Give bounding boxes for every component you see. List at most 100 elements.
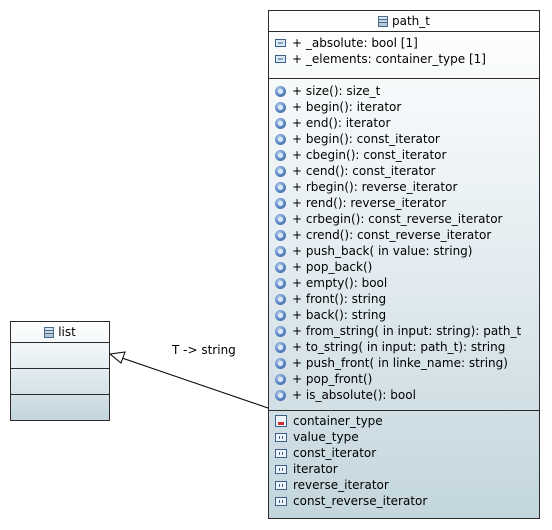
operation-row[interactable]: + crbegin(): const_reverse_iterator <box>275 211 539 227</box>
operation-row[interactable]: + begin(): const_iterator <box>275 131 539 147</box>
operation-icon <box>275 341 286 353</box>
nested-type-row-label: const_iterator <box>293 446 377 460</box>
operation-row-label: + empty(): bool <box>292 276 388 290</box>
operation-icon <box>275 149 286 161</box>
binding-edge-line <box>121 357 269 409</box>
operation-icon <box>275 325 286 337</box>
nested-type-row-label: iterator <box>293 462 338 476</box>
operation-row-label: + pop_back() <box>292 260 373 274</box>
list-class-box[interactable]: list <box>10 321 110 421</box>
nested-type-row[interactable]: value_type <box>275 429 539 445</box>
operation-row[interactable]: + begin(): iterator <box>275 99 539 115</box>
operation-row[interactable]: + rbegin(): reverse_iterator <box>275 179 539 195</box>
operation-row-label: + cend(): const_iterator <box>292 164 436 178</box>
operation-row-label: + end(): iterator <box>292 116 391 130</box>
operation-row-label: + cbegin(): const_iterator <box>292 148 447 162</box>
operation-row[interactable]: + back(): string <box>275 307 539 323</box>
path-t-class-header: path_t <box>269 11 539 32</box>
nested-class-icon <box>275 415 287 427</box>
operation-row-label: + pop_front() <box>292 372 373 386</box>
typedef-icon <box>275 432 287 442</box>
operation-row-label: + crend(): const_reverse_iterator <box>292 228 492 242</box>
operation-row[interactable]: + cbegin(): const_iterator <box>275 147 539 163</box>
nested-type-row[interactable]: iterator <box>275 461 539 477</box>
nested-type-row-label: reverse_iterator <box>293 478 389 492</box>
list-operations-compartment <box>11 369 109 395</box>
operation-row[interactable]: + pop_front() <box>275 371 539 387</box>
nested-type-row-label: const_reverse_iterator <box>293 494 428 508</box>
operation-row[interactable]: + pop_back() <box>275 259 539 275</box>
list-attributes-compartment <box>11 343 109 369</box>
edge-label: T -> string <box>172 343 236 357</box>
attribute-icon <box>275 39 286 47</box>
typedef-icon <box>275 464 287 474</box>
operation-row-label: + rbegin(): reverse_iterator <box>292 180 458 194</box>
operation-icon <box>275 117 286 129</box>
nested-type-row[interactable]: const_iterator <box>275 445 539 461</box>
typedef-icon <box>275 448 287 458</box>
list-class-header: list <box>11 322 109 343</box>
operation-row-label: + back(): string <box>292 308 387 322</box>
operation-icon <box>275 245 286 257</box>
attribute-row-label: + _elements: container_type [1] <box>292 52 486 66</box>
operation-row-label: + front(): string <box>292 292 387 306</box>
operation-icon <box>275 373 286 385</box>
operation-row[interactable]: + to_string( in input: path_t): string <box>275 339 539 355</box>
operation-icon <box>275 181 286 193</box>
operation-row-label: + crbegin(): const_reverse_iterator <box>292 212 503 226</box>
operation-icon <box>275 229 286 241</box>
realization-arrowhead <box>108 351 126 364</box>
operation-row-label: + begin(): const_iterator <box>292 132 440 146</box>
operation-row[interactable]: + cend(): const_iterator <box>275 163 539 179</box>
operation-icon <box>275 85 286 97</box>
class-icon <box>44 326 55 338</box>
operation-icon <box>275 277 286 289</box>
nested-type-row[interactable]: const_reverse_iterator <box>275 493 539 509</box>
operation-icon <box>275 133 286 145</box>
operation-row-label: + is_absolute(): bool <box>292 388 416 402</box>
operation-row-label: + push_back( in value: string) <box>292 244 473 258</box>
attributes-compartment: + _absolute: bool [1] + _elements: contai… <box>269 32 539 79</box>
operation-icon <box>275 309 286 321</box>
path-t-class-box[interactable]: path_t + _absolute: bool [1] + _elements:… <box>268 10 540 519</box>
operation-row-label: + size(): size_t <box>292 84 381 98</box>
list-class-name: list <box>58 325 76 339</box>
operation-icon <box>275 293 286 305</box>
operation-row[interactable]: + push_front( in linke_name: string) <box>275 355 539 371</box>
nested-type-row-label: value_type <box>293 430 359 444</box>
operation-row-label: + from_string( in input: string): path_t <box>292 324 522 338</box>
attribute-icon <box>275 55 286 63</box>
nested-type-row[interactable]: reverse_iterator <box>275 477 539 493</box>
operation-row[interactable]: + front(): string <box>275 291 539 307</box>
operations-compartment: + size(): size_t + begin(): iterator + end… <box>269 79 539 411</box>
operation-row-label: + begin(): iterator <box>292 100 402 114</box>
typedef-icon <box>275 496 287 506</box>
operation-icon <box>275 389 286 401</box>
nested-type-row-label: container_type <box>293 414 383 428</box>
operation-icon <box>275 213 286 225</box>
operation-row[interactable]: + rend(): reverse_iterator <box>275 195 539 211</box>
operation-icon <box>275 165 286 177</box>
operation-row-label: + rend(): reverse_iterator <box>292 196 447 210</box>
operation-row-label: + to_string( in input: path_t): string <box>292 340 506 354</box>
nested-type-row[interactable]: container_type <box>275 413 539 429</box>
operation-icon <box>275 261 286 273</box>
list-nested-compartment <box>11 395 109 420</box>
attribute-row[interactable]: + _absolute: bool [1] <box>275 35 539 51</box>
operation-row[interactable]: + from_string( in input: string): path_t <box>275 323 539 339</box>
operation-row[interactable]: + is_absolute(): bool <box>275 387 539 403</box>
operation-icon <box>275 101 286 113</box>
operation-row[interactable]: + end(): iterator <box>275 115 539 131</box>
operation-row-label: + push_front( in linke_name: string) <box>292 356 508 370</box>
operation-row[interactable]: + push_back( in value: string) <box>275 243 539 259</box>
class-icon <box>378 15 388 27</box>
attribute-row-label: + _absolute: bool [1] <box>292 36 418 50</box>
typedef-icon <box>275 480 287 490</box>
operation-row[interactable]: + crend(): const_reverse_iterator <box>275 227 539 243</box>
attribute-row[interactable]: + _elements: container_type [1] <box>275 51 539 67</box>
operation-row[interactable]: + empty(): bool <box>275 275 539 291</box>
operation-row[interactable]: + size(): size_t <box>275 83 539 99</box>
path-t-class-name: path_t <box>392 14 430 28</box>
